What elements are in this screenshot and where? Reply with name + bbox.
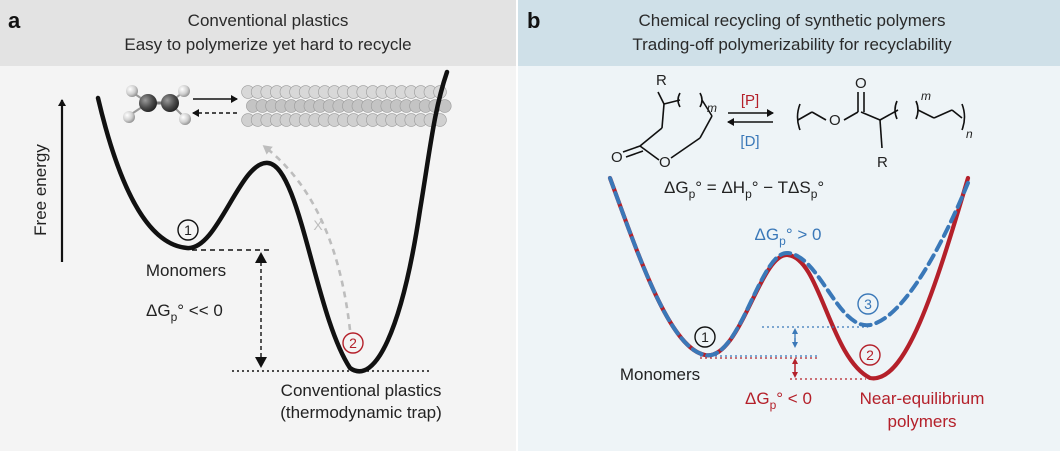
ring-oxygen: O bbox=[659, 154, 671, 171]
free-energy-axis-label: Free energy bbox=[31, 144, 50, 236]
panel-b-letter: b bbox=[527, 8, 540, 33]
plastics-label-line2: (thermodynamic trap) bbox=[280, 403, 442, 422]
b-state-3-circle bbox=[857, 293, 879, 315]
b-state-2-marker: 2 bbox=[866, 347, 874, 363]
panel-a-header bbox=[0, 0, 517, 66]
delta-g-label-a: ΔGp° << 0 bbox=[146, 301, 223, 324]
blocked-recycling-arrow bbox=[262, 145, 352, 331]
ester-carbonyl-oxygen: O bbox=[855, 75, 867, 92]
monomers-label-a: Monomers bbox=[146, 261, 226, 280]
forward-label: [P] bbox=[741, 92, 759, 109]
b-state-3-marker: 3 bbox=[864, 296, 872, 312]
ester-oxygen: O bbox=[829, 112, 841, 129]
polymer-r-group: R bbox=[877, 154, 888, 171]
monomer-r-group: R bbox=[656, 72, 667, 89]
b-state-1-circle bbox=[694, 326, 716, 348]
polyester-structure bbox=[796, 92, 966, 149]
monomer-m-subscript: m bbox=[707, 101, 717, 115]
panel-b-title-line2: Trading-off polymerizability for recycla… bbox=[632, 35, 952, 54]
gibbs-equation: ΔGp° = ΔHp° − TΔSp° bbox=[664, 178, 824, 201]
near-equilibrium-polymers-line2: polymers bbox=[888, 412, 957, 431]
panel-a-title-line1: Conventional plastics bbox=[188, 11, 349, 30]
delta-g-positive-label: ΔGp° > 0 bbox=[755, 225, 822, 248]
near-equilibrium-polymers-line1: Near-equilibrium bbox=[860, 389, 985, 408]
blocked-marker: X bbox=[313, 217, 323, 233]
lactone-monomer-structure bbox=[622, 91, 713, 161]
panel-a-background bbox=[0, 0, 517, 451]
polymer-m-subscript: m bbox=[921, 89, 931, 103]
delta-g-negative-label: ΔGp° < 0 bbox=[745, 389, 812, 412]
b-state-2-circle bbox=[859, 344, 881, 366]
panel-b-background bbox=[517, 0, 1060, 451]
monomers-label-b: Monomers bbox=[620, 365, 700, 384]
plastics-label-line1: Conventional plastics bbox=[281, 381, 442, 400]
b-state-1-marker: 1 bbox=[701, 329, 709, 345]
state-1-marker: 1 bbox=[184, 222, 192, 238]
polyethylene-chain-icon bbox=[241, 85, 452, 127]
energy-curve-a bbox=[95, 69, 450, 374]
ethylene-molecule-icon bbox=[123, 85, 191, 125]
panel-b-title-line1: Chemical recycling of synthetic polymers bbox=[638, 11, 945, 30]
state-1-marker-circle bbox=[177, 219, 199, 241]
energy-curve-blue-dashed bbox=[608, 176, 972, 358]
polymer-n-subscript: n bbox=[966, 127, 973, 141]
state-2-marker-circle bbox=[342, 332, 364, 354]
panel-a-title-line2: Easy to polymerize yet hard to recycle bbox=[124, 35, 411, 54]
state-2-marker: 2 bbox=[349, 335, 357, 351]
panel-b-header bbox=[517, 0, 1060, 66]
reverse-label: [D] bbox=[740, 133, 759, 150]
carbonyl-oxygen: O bbox=[611, 149, 623, 166]
panel-a-letter: a bbox=[8, 8, 21, 33]
